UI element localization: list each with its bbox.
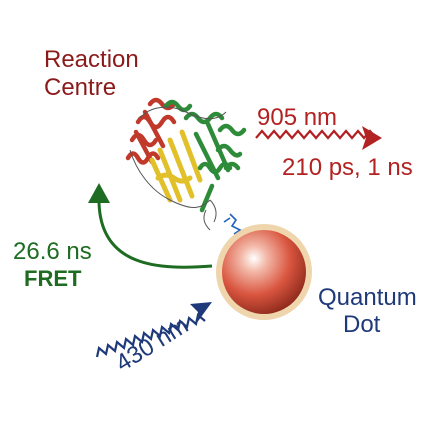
emission-wavelength-label: 905 nm (257, 104, 338, 131)
quantum-dot (216, 224, 312, 320)
protein-helices-red (125, 97, 177, 165)
protein-helices-yellow (149, 129, 203, 203)
quantum-dot-label-line1: Quantum (318, 284, 417, 311)
quantum-dot-label-line2: Dot (343, 311, 381, 338)
reaction-centre-label-line1: Reaction (44, 46, 139, 73)
excitation-arrowhead (190, 302, 212, 324)
fret-arrow (97, 197, 213, 269)
emission-wave-arrow (255, 129, 377, 140)
reaction-centre-protein (125, 97, 247, 235)
excitation-wave-arrow (95, 312, 206, 358)
quantum-dot-core (222, 230, 306, 314)
fret-arrowhead (88, 183, 110, 203)
fret-label: FRET (24, 266, 82, 291)
fret-time-label: 26.6 ns (13, 238, 92, 265)
protein-loops (129, 106, 227, 231)
emission-arrowhead (362, 126, 382, 150)
protein-cofactor (223, 213, 242, 235)
emission-lifetime-label: 210 ps, 1 ns (282, 154, 413, 181)
reaction-centre-label-line2: Centre (44, 74, 117, 101)
protein-helices-green (163, 99, 247, 213)
